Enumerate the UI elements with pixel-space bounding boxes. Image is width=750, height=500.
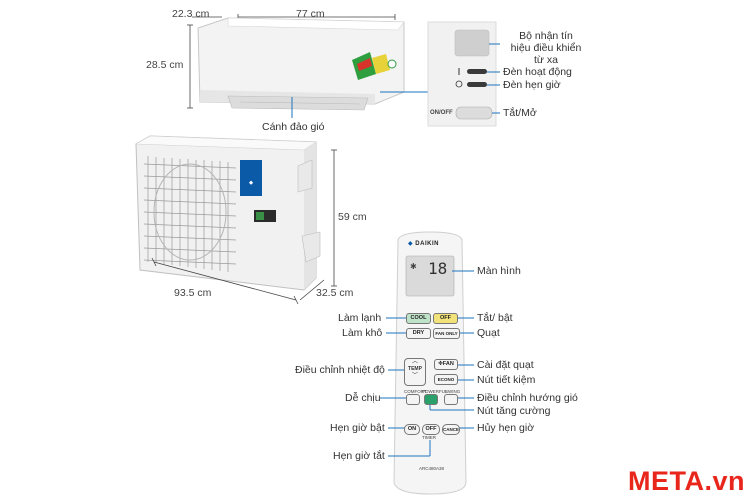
- temp-label: TEMP: [408, 366, 422, 372]
- onoff-label: Tắt/Mở: [503, 107, 537, 119]
- indoor-height-dimension: 28.5 cm: [146, 59, 184, 71]
- sensor-label-line1: Bộ nhận tín: [519, 30, 573, 42]
- fan-button-label: FAN: [442, 361, 454, 367]
- outdoor-depth-dimension: 32.5 cm: [316, 287, 354, 299]
- temp-up-icon[interactable]: ︿: [411, 359, 418, 365]
- meta-watermark: META.vn: [628, 466, 745, 496]
- screen-label: Màn hình: [477, 265, 521, 277]
- temp-down-icon[interactable]: ﹀: [411, 373, 418, 379]
- sensor-label-line3: từ xa: [534, 54, 558, 66]
- swing-button[interactable]: [444, 394, 458, 405]
- indoor-unit: [197, 17, 405, 111]
- drying-label: Làm khô: [342, 327, 383, 339]
- fan-only-button[interactable]: FAN ONLY: [433, 328, 460, 339]
- remote-brand-text: DAIKIN: [415, 241, 439, 247]
- onoff-panel-text: ON/OFF: [430, 110, 453, 116]
- timer-text: TIMER: [422, 435, 436, 440]
- fan-icon: ✤: [438, 361, 443, 367]
- sensor-label: Bộ nhận tín hiệu điều khiển từ xa: [506, 30, 586, 66]
- snowflake-icon: ✱: [410, 262, 417, 271]
- off-button[interactable]: OFF: [433, 313, 458, 324]
- swing-label: Điều chỉnh hướng gió: [477, 392, 578, 404]
- toggle-label: Tắt/ bật: [477, 312, 513, 324]
- outdoor-width-dimension: 93.5 cm: [174, 287, 212, 299]
- cooling-label: Làm lạnh: [338, 312, 382, 324]
- econo-label: Nút tiết kiệm: [477, 374, 536, 386]
- timer-on-label: Hẹn giờ bật: [330, 422, 385, 434]
- fan-label: Quạt: [477, 327, 500, 339]
- louver-label: Cánh đảo gió: [262, 121, 325, 133]
- remote-model: ARC480A38: [419, 466, 445, 471]
- indoor-panel-closeup: [427, 21, 497, 127]
- econo-button[interactable]: ECONO: [434, 374, 458, 385]
- timer-off-label: Hẹn giờ tắt: [333, 450, 385, 462]
- outdoor-height-dimension: 59 cm: [338, 211, 367, 223]
- powerful-label: Nút tăng cường: [477, 405, 551, 417]
- comfort-text: COMFORT: [404, 389, 427, 394]
- timer-lamp-label: Đèn hẹn giờ: [503, 79, 561, 91]
- daikin-logo-icon: ◆: [408, 241, 414, 247]
- cool-button[interactable]: COOL: [406, 313, 431, 324]
- timer-cancel-button[interactable]: CANCEL: [442, 424, 460, 435]
- powerful-button[interactable]: [424, 394, 438, 405]
- operation-lamp-label: Đèn hoạt động: [503, 66, 572, 78]
- timer-off-button[interactable]: OFF: [422, 424, 440, 435]
- comfort-button[interactable]: [406, 394, 420, 405]
- sensor-label-line2: hiệu điều khiển: [510, 42, 582, 54]
- temp-rocker-button[interactable]: ︿ TEMP ﹀: [404, 358, 426, 386]
- timer-cancel-label: Hủy hẹn giờ: [477, 422, 535, 434]
- powerful-text: POWERFUL: [422, 389, 448, 394]
- remote-brand-logo: ◆ DAIKIN: [408, 240, 439, 247]
- swing-text: SWING: [445, 389, 461, 394]
- fan-setting-label: Cài đặt quạt: [477, 359, 534, 371]
- indoor-width-dimension: 77 cm: [296, 8, 325, 20]
- dry-button[interactable]: DRY: [406, 328, 431, 339]
- comfort-label: Dễ chịu: [345, 392, 381, 404]
- outdoor-unit: ◆: [134, 135, 321, 291]
- remote-display-value: 18: [428, 259, 448, 278]
- timer-on-button[interactable]: ON: [404, 424, 420, 435]
- indoor-depth-dimension: 22.3 cm: [172, 8, 210, 20]
- svg-text:◆: ◆: [248, 180, 253, 186]
- temp-adjust-label: Điều chỉnh nhiệt độ: [295, 364, 385, 376]
- fan-button[interactable]: ✤FAN: [434, 359, 458, 370]
